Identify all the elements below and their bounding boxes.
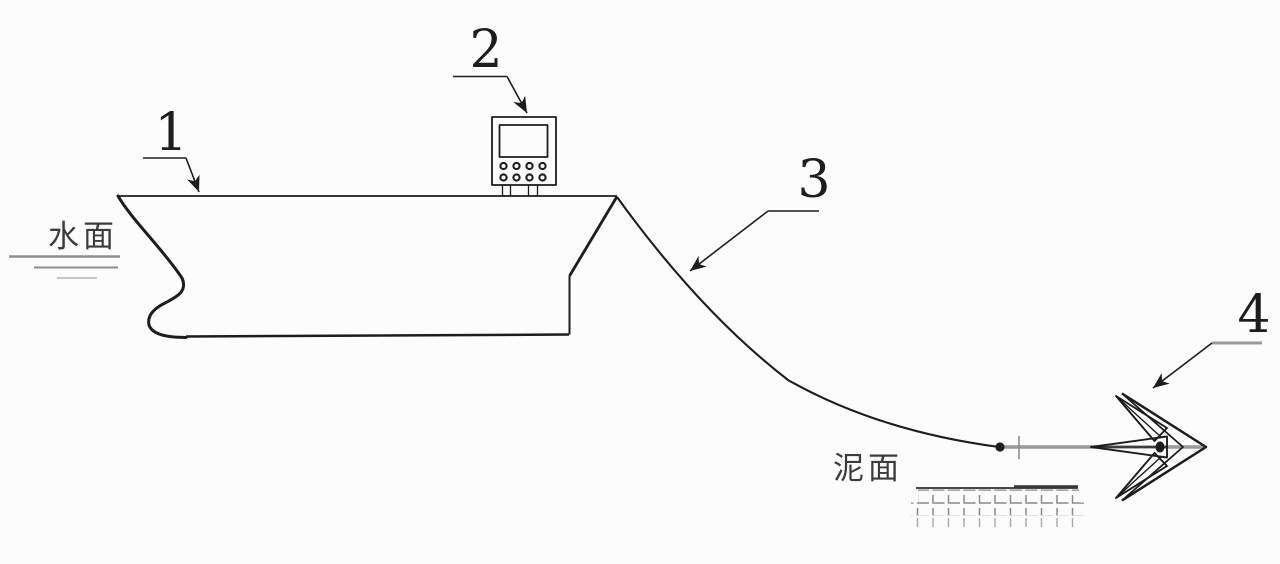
anchor-inner-chevron [1121,392,1184,502]
ship [116,194,619,339]
callout-1: 1 [143,103,200,193]
anchor [1090,392,1208,502]
device-button [499,173,508,182]
device-leg-left [501,184,512,197]
callout-2-number: 2 [469,20,502,80]
callout-4-number: 4 [1237,285,1270,345]
water-surface: 水面 [9,219,120,279]
cable-end-dot [995,442,1005,452]
device-button [499,161,508,171]
cable-curve [616,196,1000,449]
mud-hatch-row-1 [918,489,1079,503]
anchor-top-fluke-rib [1115,395,1162,438]
device-leg-right [527,184,539,197]
device-button [512,173,521,182]
callout-3: 3 [689,150,831,272]
device-button [538,173,547,182]
device-button [538,161,547,171]
callout-3-leader-arrow [689,210,769,272]
ship-stern-slope [568,195,619,277]
device-button [512,161,521,171]
anchor-crown-hub [1155,441,1165,453]
anchor-bottom-fluke-rib [1115,456,1162,499]
device-screen [498,124,549,158]
ship-bottom-line [185,333,570,338]
mud-surface: 泥面 [833,451,1085,527]
callout-1-leader-arrow [185,157,200,193]
callout-2-leader-arrow [506,76,528,114]
mud-hatch-row-2 [911,502,1085,516]
device-buttons [499,161,547,182]
callout-2: 2 [453,20,528,114]
anchor-top-fluke [1115,395,1168,442]
callout-4-leader-arrow [1152,342,1213,389]
callout-4: 4 [1152,285,1271,389]
mud-surface-label: 泥面 [833,451,903,487]
ship-bow-curve [116,194,188,339]
anchor-bottom-fluke [1115,452,1168,499]
callout-3-number: 3 [797,150,830,210]
device-button [525,173,534,182]
anchor-outer-chevron [1121,392,1208,502]
mud-hatch-row-3 [914,516,1084,527]
water-surface-label: 水面 [48,219,118,255]
monitor-device [491,116,557,197]
device-button [525,161,534,171]
device-body [491,116,557,186]
callout-1-number: 1 [154,103,187,163]
